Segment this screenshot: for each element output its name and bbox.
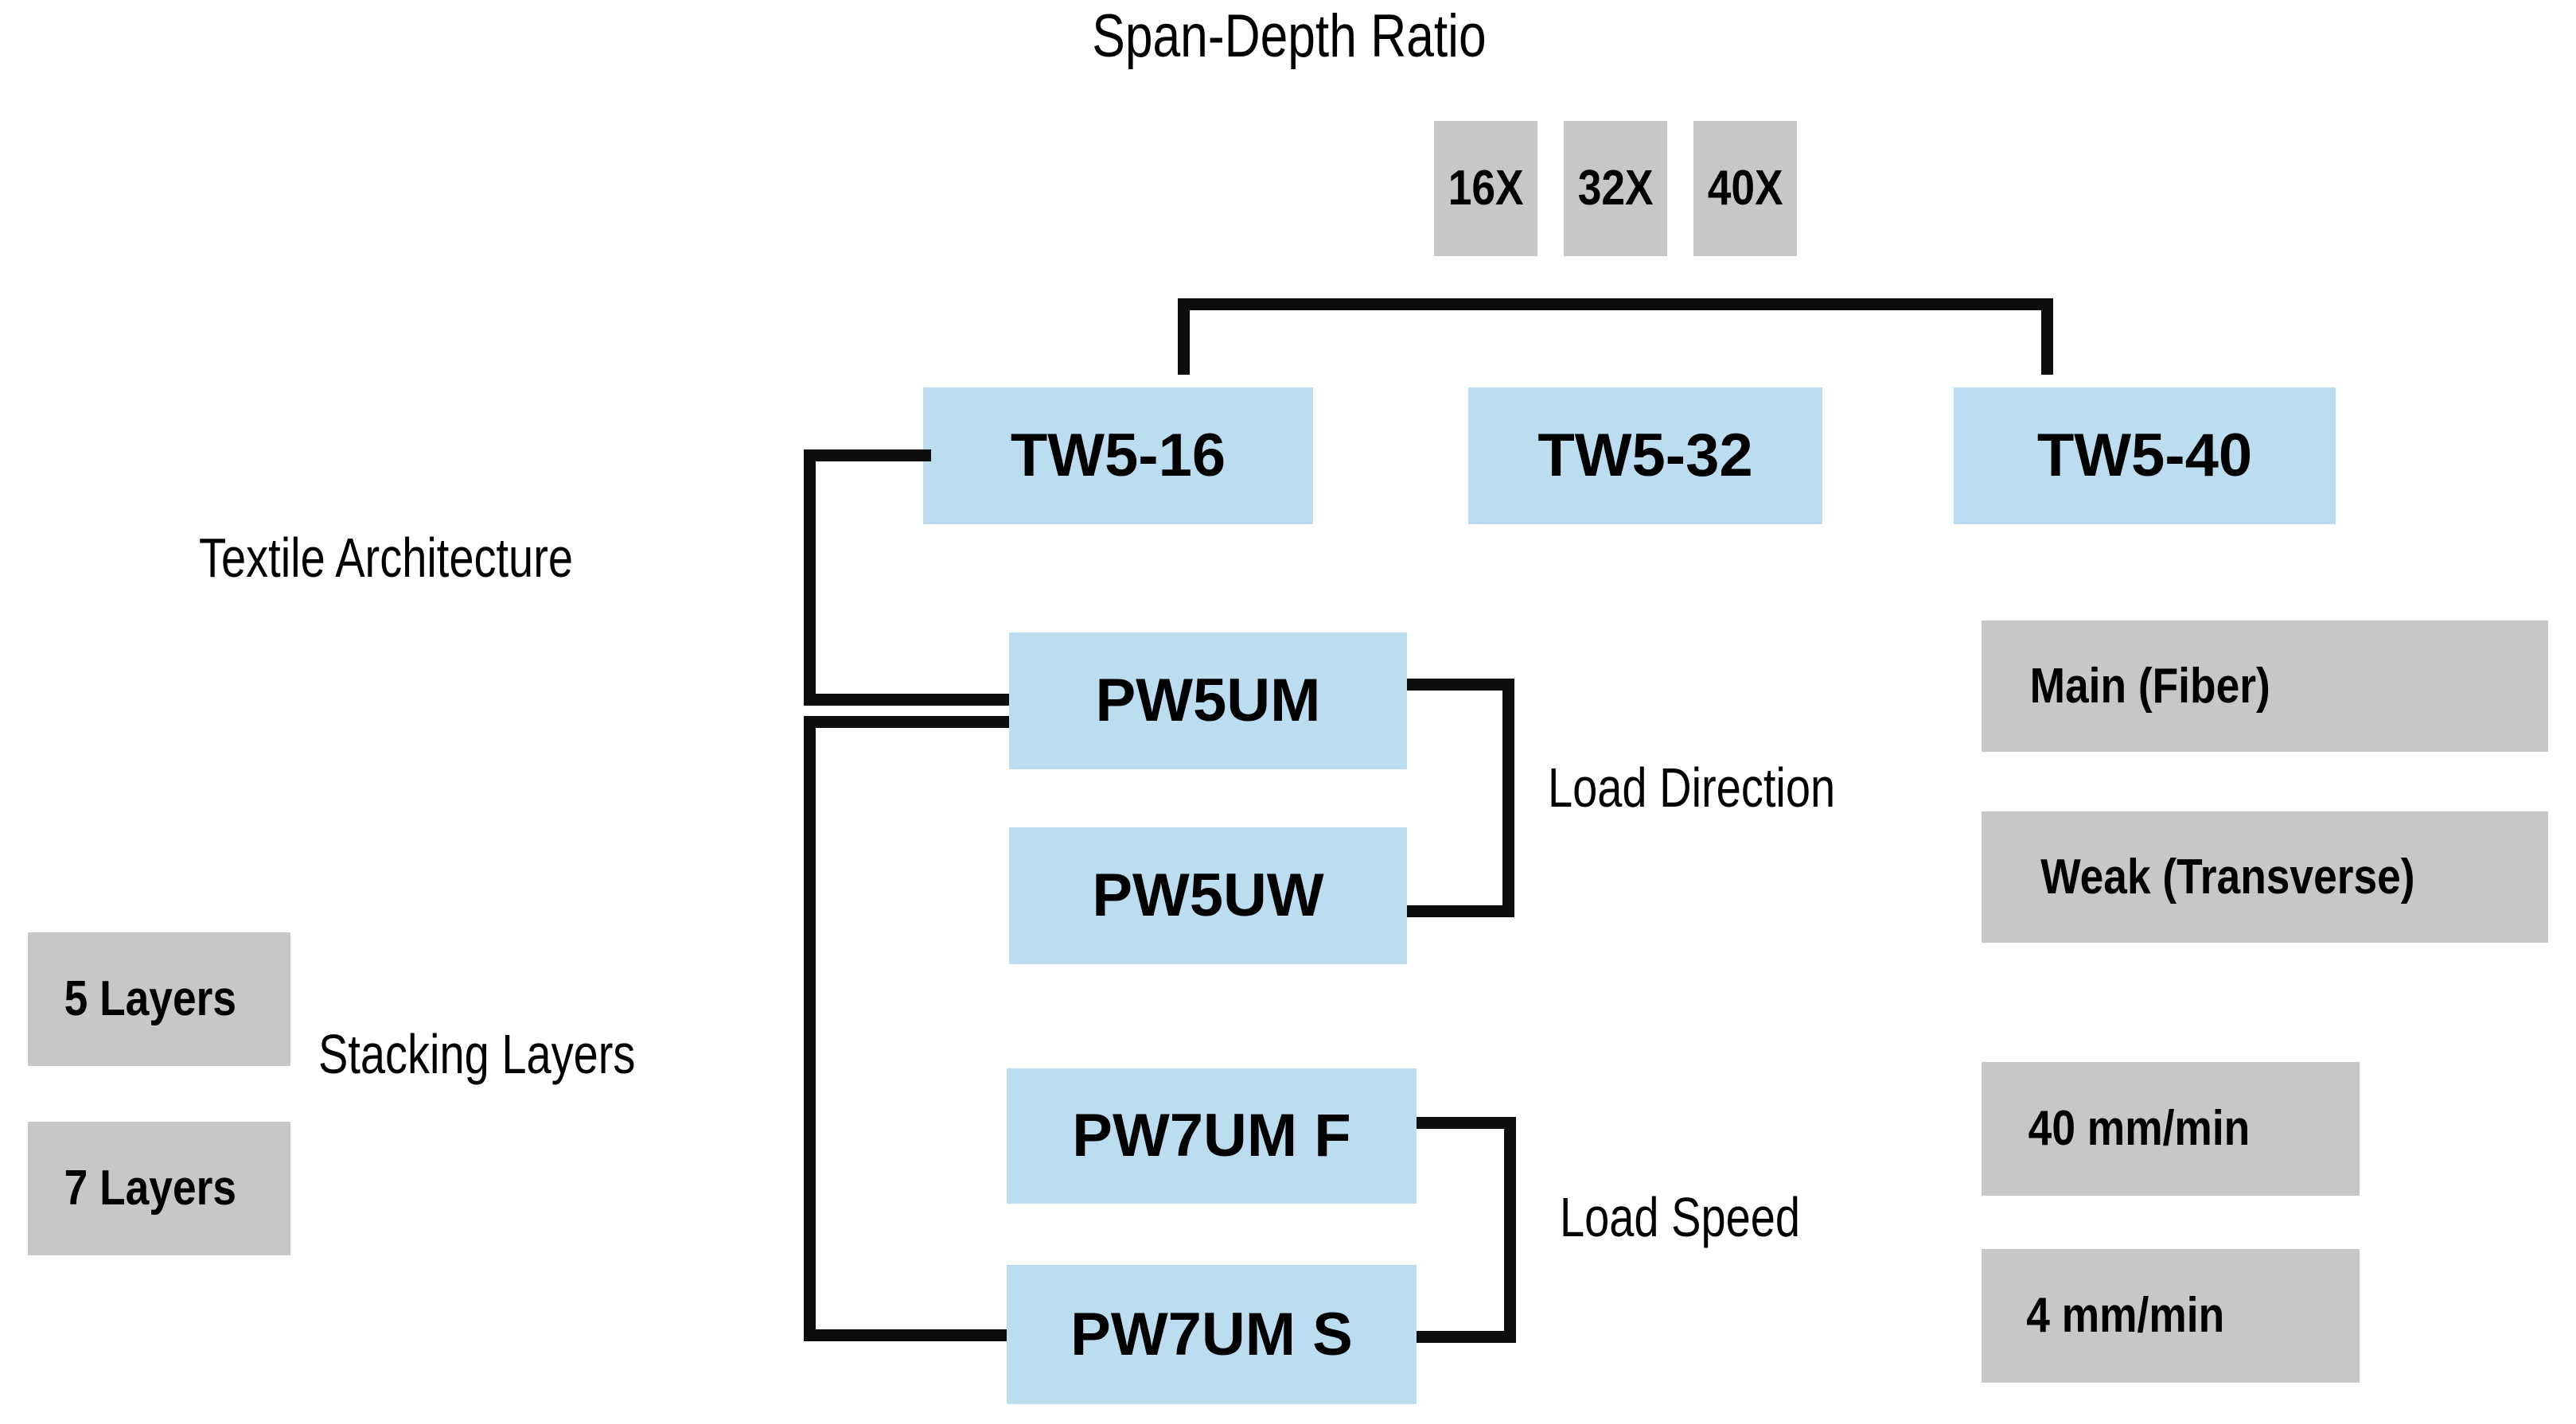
factor-label-textile-architecture: Textile Architecture (199, 527, 573, 589)
span-depth-level-32x[interactable]: 32X (1564, 121, 1667, 256)
stacking-layers-bracket-arm-top (804, 716, 1009, 728)
span-depth-level-32x-label: 32X (1577, 161, 1654, 216)
load-direction-level-main-label: Main (Fiber) (2029, 658, 2270, 714)
load-direction-bracket-arm-bottom (1407, 905, 1514, 917)
span-depth-bracket-right-leg (2041, 298, 2053, 375)
diagram-title: Span-Depth Ratio (1092, 2, 1487, 70)
load-direction-bracket-vertical (1502, 679, 1514, 917)
textile-architecture-bracket-vertical (804, 449, 816, 706)
specimen-box-pw7um-s[interactable]: PW7UM S (1007, 1265, 1417, 1404)
specimen-box-tw5-16[interactable]: TW5-16 (923, 387, 1313, 524)
span-depth-level-16x-label: 16X (1448, 161, 1524, 216)
stacking-layer-level-5-label: 5 Layers (64, 971, 237, 1026)
specimen-box-tw5-40-label: TW5-40 (2036, 422, 2253, 489)
span-depth-level-16x[interactable]: 16X (1434, 121, 1537, 256)
textile-architecture-bracket-arm-top (804, 449, 931, 461)
specimen-box-pw5uw[interactable]: PW5UW (1009, 827, 1407, 964)
span-depth-bracket-left-leg (1178, 298, 1190, 375)
load-direction-bracket-arm-top (1407, 679, 1514, 691)
textile-architecture-bracket-arm-bottom (804, 694, 1009, 706)
specimen-box-pw7um-s-label: PW7UM S (1070, 1300, 1353, 1368)
load-speed-bracket-arm-bottom (1417, 1331, 1516, 1343)
stacking-layer-level-7[interactable]: 7 Layers (28, 1122, 290, 1255)
load-direction-level-weak-label: Weak (Transverse) (2040, 849, 2415, 905)
specimen-box-tw5-32[interactable]: TW5-32 (1468, 387, 1822, 524)
load-direction-level-weak[interactable]: Weak (Transverse) (1982, 811, 2548, 943)
specimen-box-pw5um[interactable]: PW5UM (1009, 632, 1407, 769)
specimen-box-pw5uw-label: PW5UW (1092, 862, 1324, 929)
factor-label-load-speed: Load Speed (1560, 1186, 1801, 1248)
specimen-box-pw7um-f-label: PW7UM F (1072, 1102, 1351, 1169)
stacking-layer-level-5[interactable]: 5 Layers (28, 932, 290, 1066)
factor-label-load-direction: Load Direction (1548, 757, 1836, 819)
load-speed-level-40[interactable]: 40 mm/min (1982, 1062, 2360, 1196)
stacking-layers-bracket-arm-bottom (804, 1329, 1009, 1341)
specimen-box-tw5-32-label: TW5-32 (1537, 422, 1753, 489)
specimen-box-tw5-16-label: TW5-16 (1010, 422, 1226, 489)
span-depth-bracket-top-bar (1178, 298, 2053, 310)
span-depth-level-40x[interactable]: 40X (1693, 121, 1797, 256)
specimen-box-pw5um-label: PW5UM (1095, 667, 1321, 734)
load-speed-bracket-vertical (1504, 1117, 1516, 1343)
load-direction-level-main[interactable]: Main (Fiber) (1982, 621, 2548, 752)
stacking-layer-level-7-label: 7 Layers (64, 1161, 237, 1216)
factor-label-stacking-layers: Stacking Layers (318, 1023, 636, 1085)
span-depth-level-40x-label: 40X (1707, 161, 1783, 216)
load-speed-level-4-label: 4 mm/min (2026, 1288, 2225, 1343)
specimen-box-pw7um-f[interactable]: PW7UM F (1007, 1068, 1417, 1204)
specimen-box-tw5-40[interactable]: TW5-40 (1954, 387, 2336, 524)
load-speed-level-40-label: 40 mm/min (2028, 1101, 2251, 1156)
stacking-layers-bracket-vertical (804, 716, 816, 1341)
load-speed-bracket-arm-top (1417, 1117, 1516, 1129)
load-speed-level-4[interactable]: 4 mm/min (1982, 1249, 2360, 1383)
